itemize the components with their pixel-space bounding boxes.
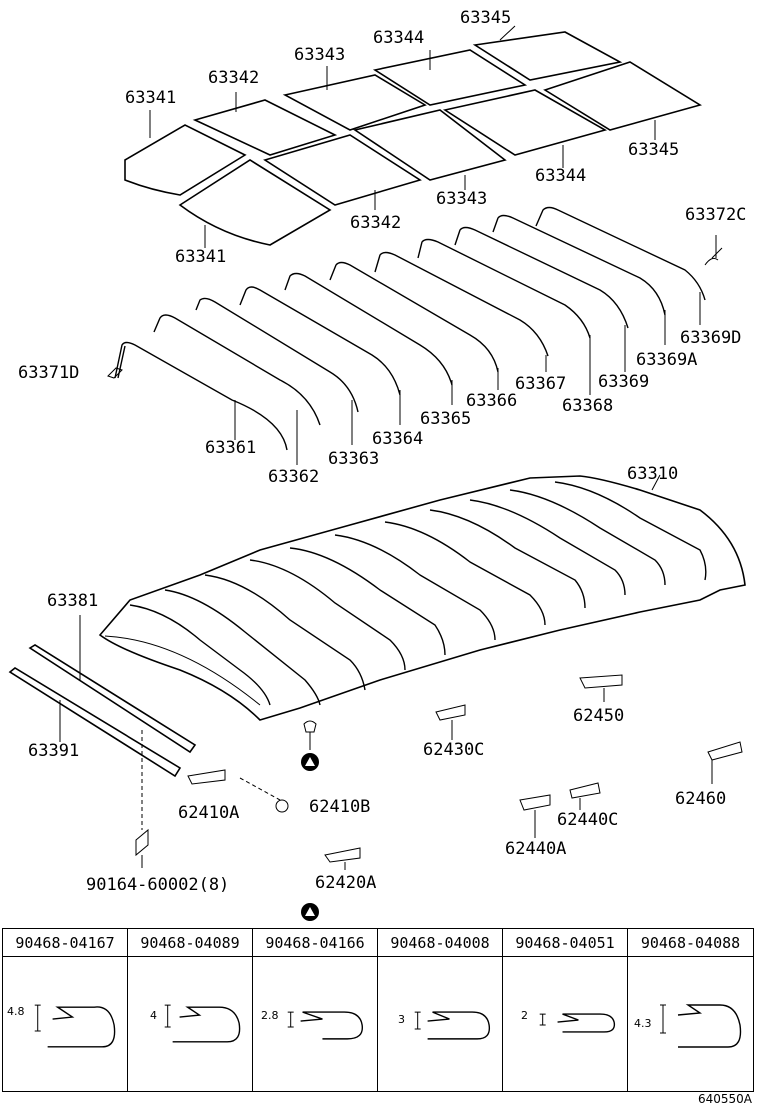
bow-leaders (234, 292, 701, 465)
label-63341a: 63341 (125, 88, 176, 108)
clip-drawing-cell: 3 (378, 957, 503, 1091)
headliner (98, 474, 746, 721)
label-63343a: 63343 (294, 45, 345, 65)
clip-dimension: 2 (521, 1009, 528, 1022)
label-63345a: 63345 (460, 8, 511, 28)
triangle-markers (301, 753, 319, 921)
label-63368: 63368 (562, 396, 613, 416)
clip-drawing-cell: 4.3 (628, 957, 753, 1091)
label-63343b: 63343 (436, 189, 487, 209)
clip-part-number: 90468-04166 (253, 929, 378, 957)
label-63365: 63365 (420, 409, 471, 429)
label-63310: 63310 (627, 464, 678, 484)
label-90164-60002: 90164-60002(8) (86, 875, 229, 895)
clip-dimension: 4.3 (634, 1017, 652, 1030)
clip-dimension: 4 (150, 1009, 157, 1022)
label-63369: 63369 (598, 372, 649, 392)
label-62440C: 62440C (557, 810, 618, 830)
label-63363: 63363 (328, 449, 379, 469)
clip-drawing-cell: 4.8 (3, 957, 128, 1091)
clip-u-shape-icon (287, 1011, 364, 1040)
label-62410A: 62410A (178, 803, 239, 823)
clip-u-shape-icon (164, 1004, 241, 1043)
label-63342a: 63342 (208, 68, 259, 88)
label-63369D: 63369D (680, 328, 741, 348)
clip-u-shape-icon (34, 1004, 116, 1048)
label-62450: 62450 (573, 706, 624, 726)
label-62420A: 62420A (315, 873, 376, 893)
label-63391: 63391 (28, 741, 79, 761)
clip-part-number: 90468-04089 (128, 929, 253, 957)
clip-drawing-cell: 2.8 (253, 957, 378, 1091)
label-63366: 63366 (466, 391, 517, 411)
clip-dimension: 3 (398, 1013, 405, 1026)
roof-pad-panels (124, 31, 702, 246)
label-62440A: 62440A (505, 839, 566, 859)
label-63342b: 63342 (350, 213, 401, 233)
label-63381: 63381 (47, 591, 98, 611)
label-63362: 63362 (268, 467, 319, 487)
clip-dimension: 2.8 (261, 1009, 279, 1022)
label-63345b: 63345 (628, 140, 679, 160)
clip-dimension: 4.8 (7, 1005, 25, 1018)
label-63369A: 63369A (636, 350, 697, 370)
label-63371D: 63371D (18, 363, 79, 383)
label-63367: 63367 (515, 374, 566, 394)
label-63341b: 63341 (175, 247, 226, 267)
top-pad-leaders (149, 25, 656, 248)
clips-brackets (187, 674, 743, 870)
label-63372C: 63372C (685, 205, 746, 225)
label-63361: 63361 (205, 438, 256, 458)
clip-drawing-cell: 4 (128, 957, 253, 1091)
label-63344b: 63344 (535, 166, 586, 186)
clip-u-shape-icon (414, 1011, 491, 1040)
clip-part-number: 90468-04008 (378, 929, 503, 957)
front-retainers (8, 615, 197, 868)
clip-part-number: 90468-04167 (3, 929, 128, 957)
clip-reference-table: 90468-04167 90468-04089 90468-04166 9046… (2, 928, 754, 1092)
clip-u-shape-icon (539, 1013, 616, 1033)
label-62410B: 62410B (309, 797, 370, 817)
clip-u-shape-icon (660, 1004, 742, 1048)
clip-part-number: 90468-04051 (503, 929, 628, 957)
diagram-code: 640550A (697, 1092, 752, 1106)
roof-bows (107, 206, 723, 451)
label-62430C: 62430C (423, 740, 484, 760)
label-62460: 62460 (675, 789, 726, 809)
clip-drawing-cell: 2 (503, 957, 628, 1091)
clip-part-number: 90468-04088 (628, 929, 753, 957)
label-63344a: 63344 (373, 28, 424, 48)
label-63364: 63364 (372, 429, 423, 449)
